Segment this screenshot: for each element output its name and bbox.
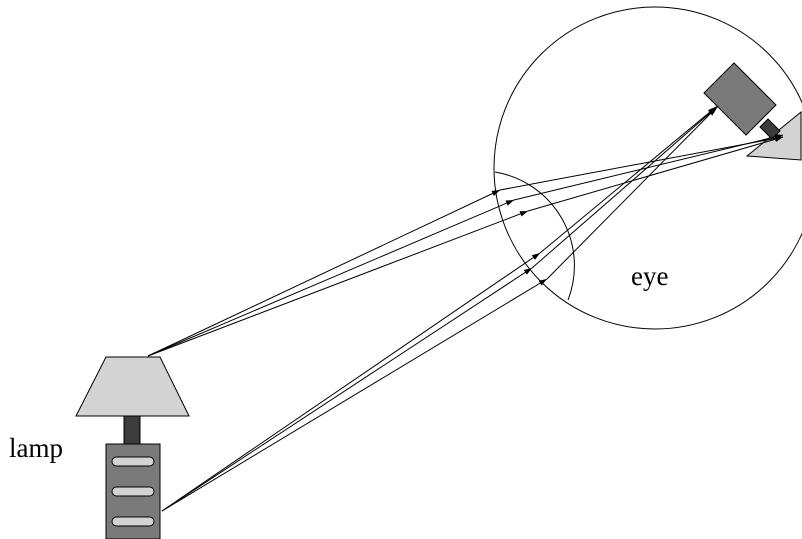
lamp [75,356,190,539]
eye-sensor-body [703,62,777,136]
light-ray [161,278,548,512]
light-ray [531,105,719,269]
lamp-stem [123,415,141,445]
light-ray [161,267,533,512]
lamp-shade [75,356,190,417]
light-ray [161,252,541,512]
lamp-slot [111,486,155,497]
lamp-slot [111,456,155,467]
light-rays [147,105,784,512]
eye-label: eye [631,261,669,291]
eye-ball [493,6,802,330]
light-ray [513,134,784,201]
light-ray [147,210,529,357]
light-ray [147,189,501,357]
light-ray [539,106,717,254]
lamp-slot [111,516,155,527]
eye-sensor [703,62,802,161]
eye-sensor-stem [759,118,781,140]
lamp-label: lamp [9,433,63,463]
light-ray [546,107,717,280]
light-ray [147,199,515,357]
light-ray [527,136,784,212]
light-ray [499,135,784,191]
eye-lens-arc [494,171,575,301]
